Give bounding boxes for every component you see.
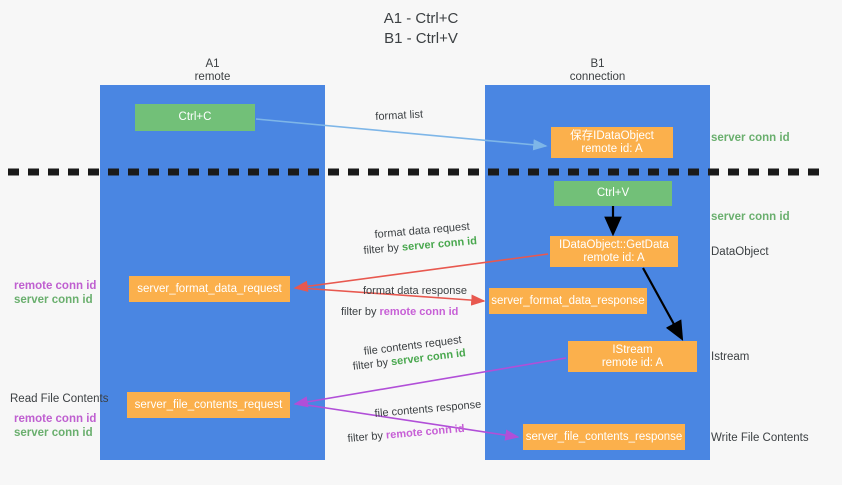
remote-conn-id-text-2: remote conn id xyxy=(385,422,466,442)
node-save-idataobject-sub: remote id: A xyxy=(581,142,643,155)
node-server-file-contents-request[interactable]: server_file_contents_request xyxy=(127,392,290,418)
node-server-format-data-request-label: server_format_data_request xyxy=(137,282,282,295)
title-line-2: B1 - Ctrl+V xyxy=(384,30,458,47)
note-right-server-conn-mid: server conn id xyxy=(711,210,790,224)
node-idataobject-getdata[interactable]: IDataObject::GetData remote id: A xyxy=(550,236,678,267)
filter-by-text-3: filter by xyxy=(352,356,389,373)
node-ctrl-v[interactable]: Ctrl+V xyxy=(554,181,672,206)
title-line-1: A1 - Ctrl+C xyxy=(383,10,459,27)
filter-by-text-1: filter by xyxy=(363,241,400,257)
filter-by-text-2: filter by xyxy=(341,306,377,318)
note-left-read-file-contents: Read File Contents xyxy=(10,392,108,406)
lane-b1-name: B1 xyxy=(590,58,605,70)
node-server-file-contents-request-label: server_file_contents_request xyxy=(134,398,283,411)
note-left-conn-ids-lower: remote conn id server conn id xyxy=(14,412,96,440)
remote-conn-id-text-1: remote conn id xyxy=(379,306,459,318)
filter-by-text-4: filter by xyxy=(347,429,384,445)
edge-label-format-list: format list xyxy=(375,108,424,123)
node-idataobject-getdata-label: IDataObject::GetData xyxy=(559,238,669,251)
lane-b1-sub: connection xyxy=(569,71,626,83)
note-right-server-conn-top: server conn id xyxy=(711,131,790,145)
note-left-server-conn-id-2: server conn id xyxy=(14,427,93,439)
node-ctrl-v-label: Ctrl+V xyxy=(596,187,630,199)
note-left-conn-ids-upper: remote conn id server conn id xyxy=(14,279,96,307)
note-right-dataobject: DataObject xyxy=(711,245,769,259)
note-right-istream: Istream xyxy=(711,350,749,364)
lane-a1-sub: remote xyxy=(194,71,231,83)
edge-label-format-data-response-filter: filter by remote conn id xyxy=(341,305,458,319)
node-istream-label: IStream xyxy=(612,343,653,356)
edge-label-file-contents-response: file contents response xyxy=(374,398,482,420)
lane-header-b1: B1 connection xyxy=(515,58,680,84)
node-ctrl-c-label: Ctrl+C xyxy=(178,111,212,123)
diagram-title: A1 - Ctrl+C B1 - Ctrl+V xyxy=(0,9,842,49)
note-right-write-file-contents: Write File Contents xyxy=(711,431,809,445)
note-left-remote-conn-id-2: remote conn id xyxy=(14,413,97,425)
lane-a1-name: A1 xyxy=(205,58,220,70)
note-right-server-conn-top-text: server conn id xyxy=(711,132,790,144)
node-save-idataobject-label: 保存IDataObject xyxy=(570,129,654,142)
edge-label-format-data-response: format data response xyxy=(363,285,467,297)
node-server-file-contents-response[interactable]: server_file_contents_response xyxy=(523,424,685,450)
note-right-server-conn-mid-text: server conn id xyxy=(711,211,790,223)
edge-label-file-contents-response-filter: filter by remote conn id xyxy=(347,422,465,446)
node-istream-sub: remote id: A xyxy=(601,356,664,369)
note-right-istream-text: Istream xyxy=(711,351,750,363)
lane-header-a1: A1 remote xyxy=(130,58,295,84)
node-server-format-data-request[interactable]: server_format_data_request xyxy=(129,276,290,302)
node-save-idataobject[interactable]: 保存IDataObject remote id: A xyxy=(551,127,673,158)
node-istream[interactable]: IStream remote id: A xyxy=(568,341,697,372)
node-idataobject-getdata-sub: remote id: A xyxy=(583,251,645,264)
note-right-dataobject-text: DataObject xyxy=(711,246,769,258)
node-server-format-data-response-label: server_format_data_response xyxy=(491,294,645,307)
node-ctrl-c[interactable]: Ctrl+C xyxy=(135,104,255,131)
note-right-write-file-contents-text: Write File Contents xyxy=(711,432,809,444)
node-server-format-data-response[interactable]: server_format_data_response xyxy=(489,288,647,314)
note-left-read-file-contents-text: Read File Contents xyxy=(10,393,109,405)
note-left-server-conn-id-1: server conn id xyxy=(14,294,93,306)
note-left-remote-conn-id-1: remote conn id xyxy=(14,280,97,292)
node-server-file-contents-response-label: server_file_contents_response xyxy=(525,430,683,443)
